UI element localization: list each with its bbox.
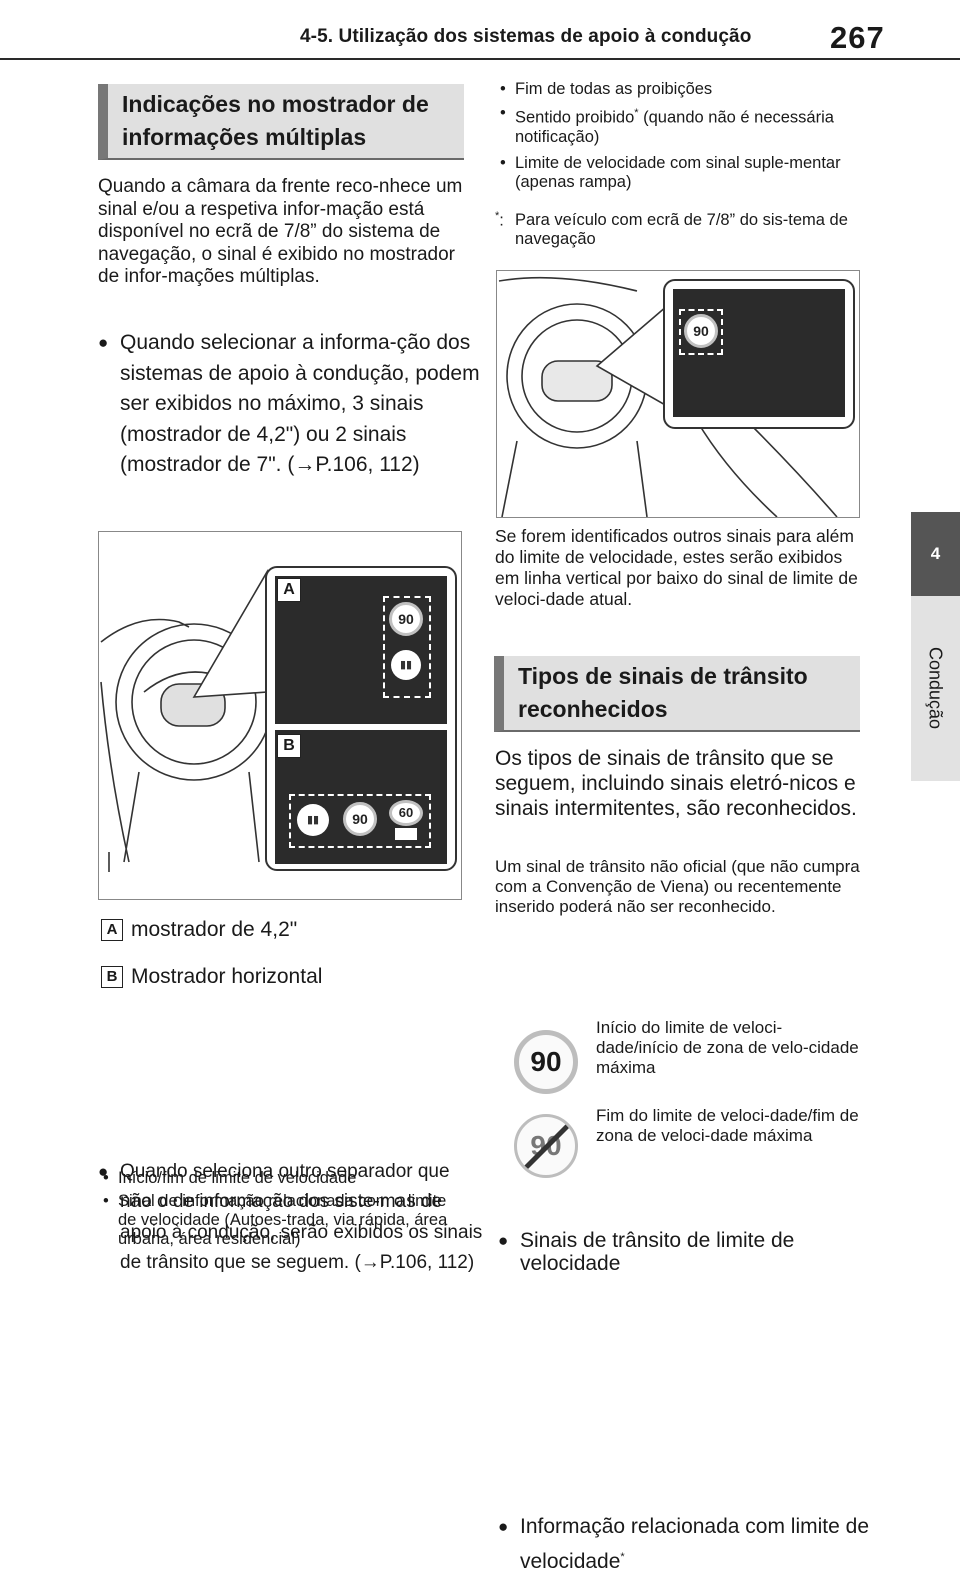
figure-label-b: B xyxy=(277,734,301,758)
bullet-max-signs: Quando selecionar a informa-ção dos sist… xyxy=(98,328,480,481)
section-heading-tipos: Tipos de sinais de trânsito reconhecidos xyxy=(494,656,860,732)
figure-label-a: A xyxy=(277,578,301,602)
legend-a-text: mostrador de 4,2" xyxy=(131,918,298,941)
section2-intro: Os tipos de sinais de trânsito que se se… xyxy=(495,747,857,820)
header-rule xyxy=(0,58,960,60)
display-b-sign-row: ▮▮ 90 60 xyxy=(289,794,431,848)
display-callout: 90 ▮▮ ▮▮ 90 60 A B xyxy=(265,566,457,871)
supplementary-plate-icon xyxy=(395,828,417,840)
speed-sign-90-icon: 90 xyxy=(389,602,423,636)
section1-intro: Quando a câmara da frente reco-nhece um … xyxy=(98,176,463,287)
list-item: Sentido proibido* (quando não é necessár… xyxy=(495,104,860,147)
list-item: Limite de velocidade com sinal suple-men… xyxy=(495,154,860,192)
list-item: Fim de todas as proibições xyxy=(495,80,860,99)
legend-b: B Mostrador horizontal xyxy=(101,962,322,993)
dashboard-illustration xyxy=(498,276,838,518)
left-sign-list: Início/fim de limite de velocidade Sinal… xyxy=(98,1169,458,1253)
figure-cluster-display: 90 ▮▮ ▮▮ 90 60 A B xyxy=(98,531,462,900)
list-item: Sinal de informação relacionada com o li… xyxy=(98,1192,458,1249)
other-signs-note: Se forem identificados outros sinais par… xyxy=(495,526,858,609)
speed-limit-end-description: Fim do limite de veloci-dade/fim de zona… xyxy=(596,1106,859,1145)
speed-sign-90-icon: 90 xyxy=(684,314,718,348)
figure-navigation-screen: 90 xyxy=(496,270,860,518)
display-a-screen: 90 ▮▮ xyxy=(275,576,447,724)
list-item: Início/fim de limite de velocidade xyxy=(98,1169,458,1188)
footnote: *:Para veículo com ecrã de 7/8” do sis-t… xyxy=(495,210,848,248)
speed-limit-start-description: Início do limite de veloci-dade/início d… xyxy=(596,1018,859,1077)
section-heading-indicacoes: Indicações no mostrador de informações m… xyxy=(98,84,464,160)
right-sign-list: Fim de todas as proibições Sentido proib… xyxy=(495,80,860,196)
page-number: 267 xyxy=(830,20,885,55)
legend-a-letter: A xyxy=(101,919,123,942)
unofficial-sign-note: Um sinal de trânsito não oficial (que nã… xyxy=(495,857,860,916)
speed-sign-90-icon: 90 xyxy=(343,802,377,836)
chapter-tab-number: 4 xyxy=(911,512,960,596)
legend-b-text: Mostrador horizontal xyxy=(131,965,323,988)
chapter-tab-label: Condução xyxy=(925,646,946,730)
display-b-screen: ▮▮ 90 60 xyxy=(275,730,447,864)
legend-b-letter: B xyxy=(101,966,123,989)
no-overtaking-icon: ▮▮ xyxy=(297,804,329,836)
bullet-speed-limit-signs: Sinais de trânsito de limite de velocida… xyxy=(498,1229,880,1275)
speed-limit-start-sign-icon: 90 xyxy=(514,1030,578,1094)
bullet-speed-info: Informação relacionada com limite de vel… xyxy=(498,1511,880,1577)
no-overtaking-icon: ▮▮ xyxy=(391,650,421,680)
speed-sign-60-icon: 60 xyxy=(389,800,423,826)
running-header-title: 4-5. Utilização dos sistemas de apoio à … xyxy=(300,26,752,47)
navigation-screen: 90 xyxy=(673,289,845,417)
navigation-sign-frame: 90 xyxy=(679,309,723,355)
chapter-tab-background xyxy=(911,596,960,781)
speed-limit-end-sign-icon: 90 xyxy=(514,1114,578,1178)
display-a-sign-column: 90 ▮▮ xyxy=(383,596,431,698)
navigation-callout: 90 xyxy=(663,279,855,429)
